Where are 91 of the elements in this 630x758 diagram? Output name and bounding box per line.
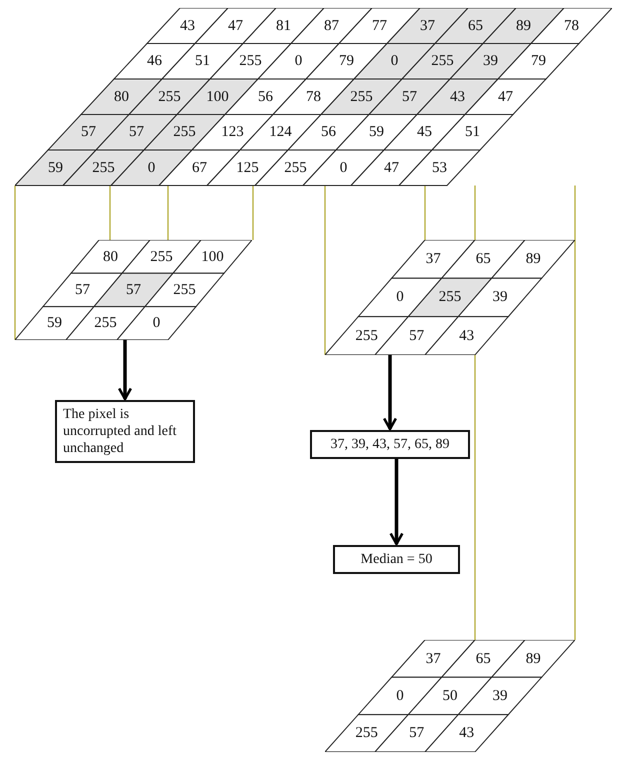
pixel-value: 79 bbox=[339, 52, 354, 70]
pixel-value: 39 bbox=[492, 686, 508, 705]
projection-line bbox=[574, 240, 576, 640]
pixel-value: 255 bbox=[92, 158, 115, 177]
pixel-value: 80 bbox=[114, 88, 129, 106]
projection-line bbox=[474, 186, 476, 240]
pixel-value: 59 bbox=[48, 158, 63, 177]
pixel-value: 53 bbox=[432, 158, 447, 177]
pixel-value: 0 bbox=[152, 314, 160, 332]
pixel-value: 0 bbox=[396, 288, 404, 306]
pixel-value: 65 bbox=[476, 250, 491, 268]
pixel-value: 255 bbox=[355, 724, 378, 742]
pixel-value: 51 bbox=[195, 52, 210, 70]
pixel-value: 43 bbox=[459, 724, 474, 742]
pixel-value: 46 bbox=[147, 52, 162, 70]
pixel-value: 100 bbox=[201, 248, 224, 266]
pixel-value: 87 bbox=[324, 16, 339, 35]
pixel-value: 59 bbox=[369, 123, 384, 142]
pixel-value: 57 bbox=[402, 88, 417, 106]
pixel-value: 56 bbox=[258, 88, 273, 106]
pixel-value: 255 bbox=[355, 326, 378, 345]
pixel-value: 0 bbox=[396, 686, 404, 705]
projection-line bbox=[324, 186, 326, 355]
pixel-value: 255 bbox=[150, 248, 173, 266]
projection-line bbox=[474, 354, 476, 640]
pixel-value: 67 bbox=[192, 158, 207, 177]
pixel-value: 255 bbox=[438, 288, 462, 306]
pixel-value: 56 bbox=[321, 123, 336, 142]
pixel-value: 0 bbox=[294, 52, 302, 70]
pixel-value: 57 bbox=[75, 280, 90, 299]
box-text: 37, 39, 43, 57, 65, 89 bbox=[330, 436, 450, 453]
pixel-value: 0 bbox=[390, 52, 398, 70]
projection-line bbox=[424, 186, 426, 240]
pixel-value: 78 bbox=[306, 88, 321, 106]
pixel-value: 255 bbox=[350, 88, 373, 106]
pixel-value: 65 bbox=[468, 16, 483, 35]
pixel-value: 65 bbox=[476, 650, 491, 668]
pixel-value: 124 bbox=[269, 123, 292, 142]
arrow bbox=[118, 340, 132, 400]
arrow bbox=[389, 459, 404, 546]
pixel-value: 37 bbox=[420, 16, 435, 35]
projection-line bbox=[109, 186, 111, 240]
projection-line bbox=[167, 186, 169, 240]
pixel-value: 57 bbox=[81, 123, 96, 142]
pixel-value: 77 bbox=[372, 16, 387, 35]
pixel-value: 80 bbox=[103, 248, 118, 266]
pixel-value: 47 bbox=[384, 158, 399, 177]
pixel-value: 47 bbox=[228, 16, 243, 35]
pixel-value: 57 bbox=[409, 724, 424, 742]
pixel-value: 57 bbox=[409, 326, 424, 345]
text-box bbox=[310, 430, 470, 459]
projection-line bbox=[574, 186, 576, 240]
pixel-value: 39 bbox=[492, 288, 508, 306]
pixel-value: 89 bbox=[526, 650, 541, 668]
text-box bbox=[333, 545, 460, 574]
pixel-value: 37 bbox=[426, 650, 441, 668]
pixel-value: 255 bbox=[94, 314, 117, 332]
pixel-value: 37 bbox=[426, 250, 441, 268]
pixel-value: 78 bbox=[564, 16, 579, 35]
pixel-value: 100 bbox=[206, 88, 229, 106]
pixel-value: 125 bbox=[236, 158, 259, 177]
pixel-value: 255 bbox=[158, 88, 181, 106]
pixel-value: 57 bbox=[129, 123, 144, 142]
pixel-value: 47 bbox=[498, 88, 513, 106]
pixel-value: 89 bbox=[526, 250, 541, 268]
pixel-value: 81 bbox=[276, 16, 291, 35]
pixel-value: 50 bbox=[442, 686, 458, 705]
pixel-value: 45 bbox=[417, 123, 432, 142]
arrow bbox=[382, 354, 398, 430]
pixel-value: 89 bbox=[516, 16, 531, 35]
pixel-value: 0 bbox=[148, 158, 156, 177]
pixel-value: 39 bbox=[483, 52, 498, 70]
pixel-value: 59 bbox=[47, 314, 62, 332]
pixel-value: 123 bbox=[221, 123, 244, 142]
text-box bbox=[55, 400, 195, 463]
pixel-value: 255 bbox=[173, 123, 196, 142]
pixel-value: 255 bbox=[173, 280, 196, 299]
pixel-value: 51 bbox=[465, 123, 480, 142]
pixel-value: 255 bbox=[431, 52, 454, 70]
pixel-value: 255 bbox=[239, 52, 262, 70]
pixel-value: 0 bbox=[340, 158, 348, 177]
box-text: Median = 50 bbox=[360, 551, 434, 568]
pixel-value: 255 bbox=[284, 158, 307, 177]
pixel-value: 43 bbox=[450, 88, 465, 106]
projection-line bbox=[252, 186, 254, 240]
box-text: The pixel is uncorrupted and left unchanged bbox=[63, 406, 178, 457]
pixel-value: 43 bbox=[459, 326, 474, 345]
pixel-value: 79 bbox=[531, 52, 546, 70]
pixel-value: 43 bbox=[180, 16, 195, 35]
projection-line bbox=[14, 186, 16, 340]
pixel-value: 57 bbox=[126, 280, 141, 299]
